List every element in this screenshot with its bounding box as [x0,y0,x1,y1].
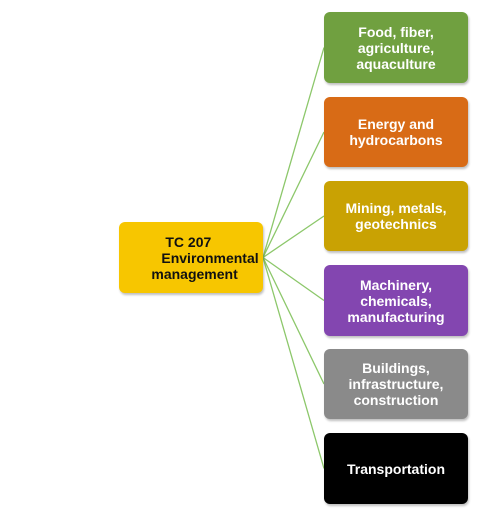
root-node-tc207: TC 207 Environmental management [119,222,263,293]
connector-line-0 [262,47,325,258]
sector-label: Buildings, infrastructure, construction [348,360,444,408]
connector-line-5 [262,257,325,469]
connector-line-2 [262,215,325,259]
sector-machinery: Machinery, chemicals, manufacturing [324,265,468,336]
sector-buildings: Buildings, infrastructure, construction [324,349,468,419]
root-node-line-2: Environmental [161,249,259,266]
sector-label: Energy and hydrocarbons [349,116,443,148]
sector-energy: Energy and hydrocarbons [324,97,468,167]
connector-line-4 [262,257,325,385]
sector-label: Transportation [346,460,445,477]
sector-label: Machinery, chemicals, manufacturing [347,276,445,325]
root-node-line-3: management [151,265,238,282]
connector-line-3 [262,256,325,302]
sector-transportation: Transportation [324,433,468,504]
root-node-line-1: TC 207 [165,233,212,250]
sector-mining: Mining, metals, geotechnics [324,181,468,251]
sector-food-agriculture: Food, fiber, agriculture, aquaculture [324,12,468,83]
connector-line-1 [262,131,325,258]
sector-label: Mining, metals, geotechnics [345,200,447,232]
sector-label: Food, fiber, agriculture, aquaculture [356,23,436,72]
